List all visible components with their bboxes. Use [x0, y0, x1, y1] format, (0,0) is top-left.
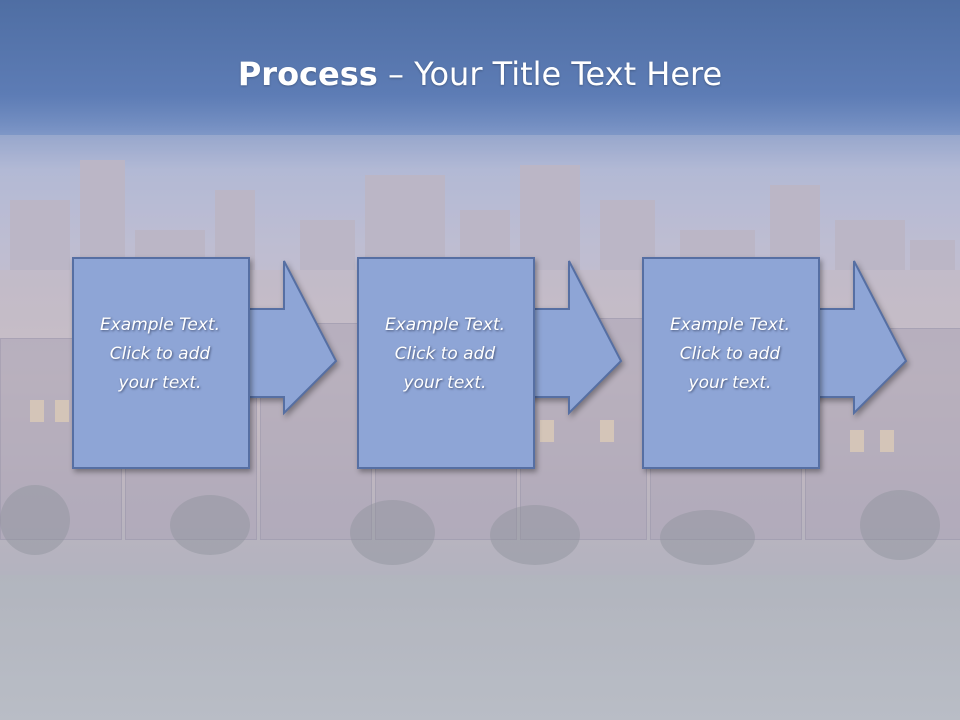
slide-title[interactable]: Process – Your Title Text Here — [0, 52, 960, 96]
process-step-3[interactable]: Example Text. Click to add your text. — [642, 257, 908, 469]
step-text-1[interactable]: Example Text. Click to add your text. — [99, 315, 221, 393]
step-box-3[interactable] — [642, 257, 820, 469]
step-box-1[interactable] — [72, 257, 250, 469]
process-step-2[interactable]: Example Text. Click to add your text. — [357, 257, 623, 469]
slide-title-rest: – Your Title Text Here — [377, 55, 723, 93]
process-step-1[interactable]: Example Text. Click to add your text. — [72, 257, 338, 469]
slide-title-bold: Process — [237, 55, 378, 93]
background-lawn — [0, 575, 960, 720]
step-box-2[interactable] — [357, 257, 535, 469]
title-band — [0, 0, 960, 135]
step-text-2[interactable]: Example Text. Click to add your text. — [384, 315, 506, 393]
step-text-3[interactable]: Example Text. Click to add your text. — [669, 315, 791, 393]
